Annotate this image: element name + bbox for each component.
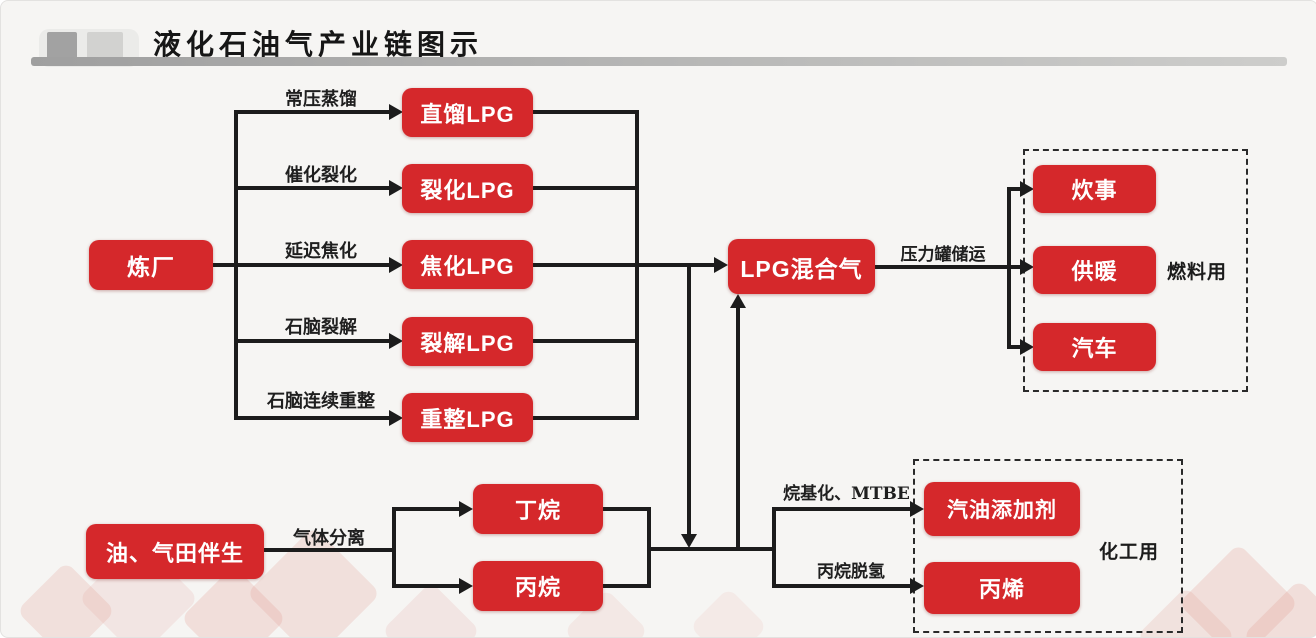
arrowhead-to-gasoline-additive	[910, 501, 924, 517]
arrowhead-to-cooking	[1020, 181, 1034, 197]
title-underline	[31, 57, 1287, 66]
edge-label-pressure-tank-storage: 压力罐储运	[900, 245, 986, 265]
node-butane: 丁烷	[473, 484, 603, 534]
node-propylene: 丙烯	[924, 562, 1080, 614]
node-cooking: 炊事	[1033, 165, 1156, 213]
node-straight-run-lpg: 直馏LPG	[402, 88, 533, 137]
connector-propane-out	[603, 584, 651, 588]
chemical-use-group-box	[913, 459, 1183, 633]
connector-vehicle-stub	[1009, 345, 1021, 349]
page-title: 液化石油气产业链图示	[153, 28, 484, 61]
arrowhead-to-butane	[459, 501, 473, 517]
connector-oilgas-out	[264, 548, 396, 552]
node-lpg-mix: LPG混合气	[728, 239, 875, 294]
arrowhead-to-cracked-lpg	[389, 180, 403, 196]
connector-row4-left	[236, 339, 390, 343]
connector-row2-left	[236, 186, 390, 190]
arrowhead-to-lpg-mix	[714, 257, 728, 273]
connector-chemical-branch-vertical	[772, 507, 776, 588]
node-heating: 供暖	[1033, 246, 1156, 294]
connector-propane-stub	[394, 584, 460, 588]
fuel-use-group-label: 燃料用	[1167, 261, 1228, 283]
connector-feed-branch-vertical	[392, 507, 396, 588]
edge-label-propane-dehydrogenation: 丙烷脱氢	[817, 562, 885, 582]
connector-butane-out	[603, 507, 651, 511]
arrowhead-down-to-merge-line	[681, 534, 697, 548]
watermark-diamond	[689, 587, 768, 637]
chemical-use-group-label: 化工用	[1099, 541, 1160, 563]
connector-row1-left	[236, 110, 390, 114]
connector-alkylation	[774, 507, 911, 511]
connector-row3-to-lpgmix	[532, 263, 715, 267]
arrowhead-to-straight-run-lpg	[389, 104, 403, 120]
arrowhead-to-propylene	[910, 578, 924, 594]
node-cracking-lpg: 裂解LPG	[402, 317, 533, 366]
connector-fuel-branch-vertical	[1007, 187, 1011, 349]
connector-merge-horizontal	[649, 547, 776, 551]
arrowhead-to-cracking-lpg	[389, 333, 403, 349]
connector-row4-right	[532, 339, 639, 343]
node-propane: 丙烷	[473, 561, 603, 611]
edge-label-alkylation-mtbe: 烷基化、MTBE	[783, 484, 910, 504]
connector-row3-left	[213, 263, 390, 267]
edge-label-catalytic-cracking: 催化裂化	[285, 165, 357, 186]
edge-label-naphtha-continuous-reforming: 石脑连续重整	[267, 391, 375, 412]
node-reformed-lpg: 重整LPG	[402, 393, 533, 442]
arrowhead-to-vehicle	[1020, 339, 1034, 355]
connector-row1-right	[532, 110, 639, 114]
edge-label-gas-separation: 气体分离	[293, 528, 365, 549]
connector-row5-right	[532, 416, 639, 420]
edge-label-atmospheric-distillation: 常压蒸馏	[285, 89, 357, 110]
edge-label-naphtha-cracking: 石脑裂解	[285, 317, 357, 338]
connector-row2-right	[532, 186, 639, 190]
node-vehicle: 汽车	[1033, 323, 1156, 371]
arrowhead-to-propane	[459, 578, 473, 594]
node-cracked-lpg: 裂化LPG	[402, 164, 533, 213]
node-oil-gas-field: 油、气田伴生	[86, 524, 264, 579]
connector-row5-left	[236, 416, 390, 420]
connector-refinerylpg-down	[687, 265, 691, 535]
arrowhead-to-reformed-lpg	[389, 410, 403, 426]
node-coker-lpg: 焦化LPG	[402, 240, 533, 289]
arrowhead-to-coker-lpg	[389, 257, 403, 273]
connector-cooking-stub	[1009, 187, 1021, 191]
connector-fieldgas-up	[736, 308, 740, 549]
arrowhead-up-to-lpg-mix	[730, 294, 746, 308]
connector-collector-vertical	[635, 110, 639, 420]
arrowhead-to-heating	[1020, 259, 1034, 275]
connector-lpgmix-out	[875, 265, 1021, 269]
node-gasoline-additive: 汽油添加剂	[924, 482, 1080, 536]
node-refinery: 炼厂	[89, 240, 213, 290]
connector-pdh	[774, 584, 911, 588]
connector-butane-stub	[394, 507, 460, 511]
edge-label-delayed-coking: 延迟焦化	[285, 241, 357, 262]
